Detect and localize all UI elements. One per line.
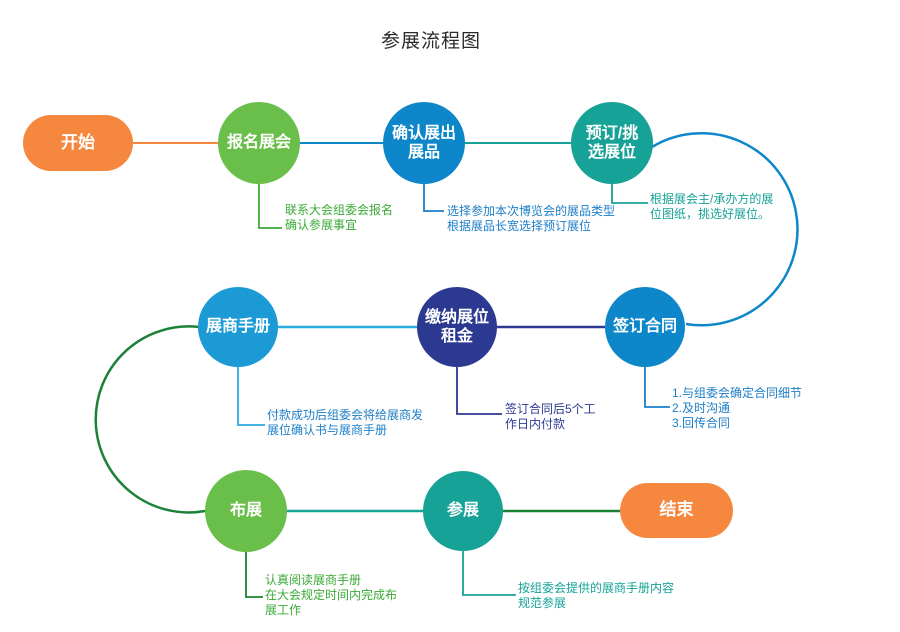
note-exhibitor-manual: 付款成功后组委会将给展商发 展位确认书与展商手册 — [267, 408, 424, 437]
node-setup[interactable]: 布展 — [205, 470, 287, 552]
note-attend: 按组委会提供的展商手册内容 规范参展 — [518, 581, 675, 610]
note-connector-manual — [237, 367, 265, 426]
node-confirm-exhibits[interactable]: 确认展出 展品 — [383, 102, 465, 184]
note-connector-signup — [258, 184, 282, 229]
node-start[interactable]: 开始 — [23, 115, 133, 171]
node-sign-contract[interactable]: 签订合同 — [605, 287, 685, 367]
edge-book-contract-curve — [651, 132, 799, 327]
node-exhibitor-manual[interactable]: 展商手册 — [198, 287, 278, 367]
note-connector-setup — [245, 552, 263, 598]
edge-manual-setup-curve — [94, 325, 206, 514]
node-book-booth[interactable]: 预订/挑 选展位 — [571, 102, 653, 184]
note-sign-contract: 1.与组委会确定合同细节 2.及时沟通 3.回传合同 — [672, 386, 803, 430]
note-connector-confirm — [423, 184, 444, 212]
note-connector-contract — [644, 367, 670, 408]
node-signup[interactable]: 报名展会 — [218, 102, 300, 184]
diagram-title: 参展流程图 — [380, 31, 481, 52]
node-attend[interactable]: 参展 — [423, 471, 503, 551]
note-signup: 联系大会组委会报名 确认参展事宜 — [285, 203, 394, 232]
node-end[interactable]: 结束 — [620, 483, 733, 538]
note-connector-book — [611, 184, 648, 204]
node-pay-rent[interactable]: 缴纳展位 租金 — [417, 287, 497, 367]
note-setup: 认真阅读展商手册 在大会规定时间内完成布 展工作 — [265, 573, 398, 617]
note-pay-rent: 签订合同后5个工 作日内付款 — [505, 402, 596, 431]
note-book-booth: 根据展会主/承办方的展 位图纸，挑选好展位。 — [650, 192, 774, 221]
note-confirm-exhibits: 选择参加本次博览会的展品类型 根据展品长宽选择预订展位 — [447, 204, 616, 233]
note-connector-attend — [462, 551, 516, 596]
note-connector-pay — [456, 367, 502, 415]
